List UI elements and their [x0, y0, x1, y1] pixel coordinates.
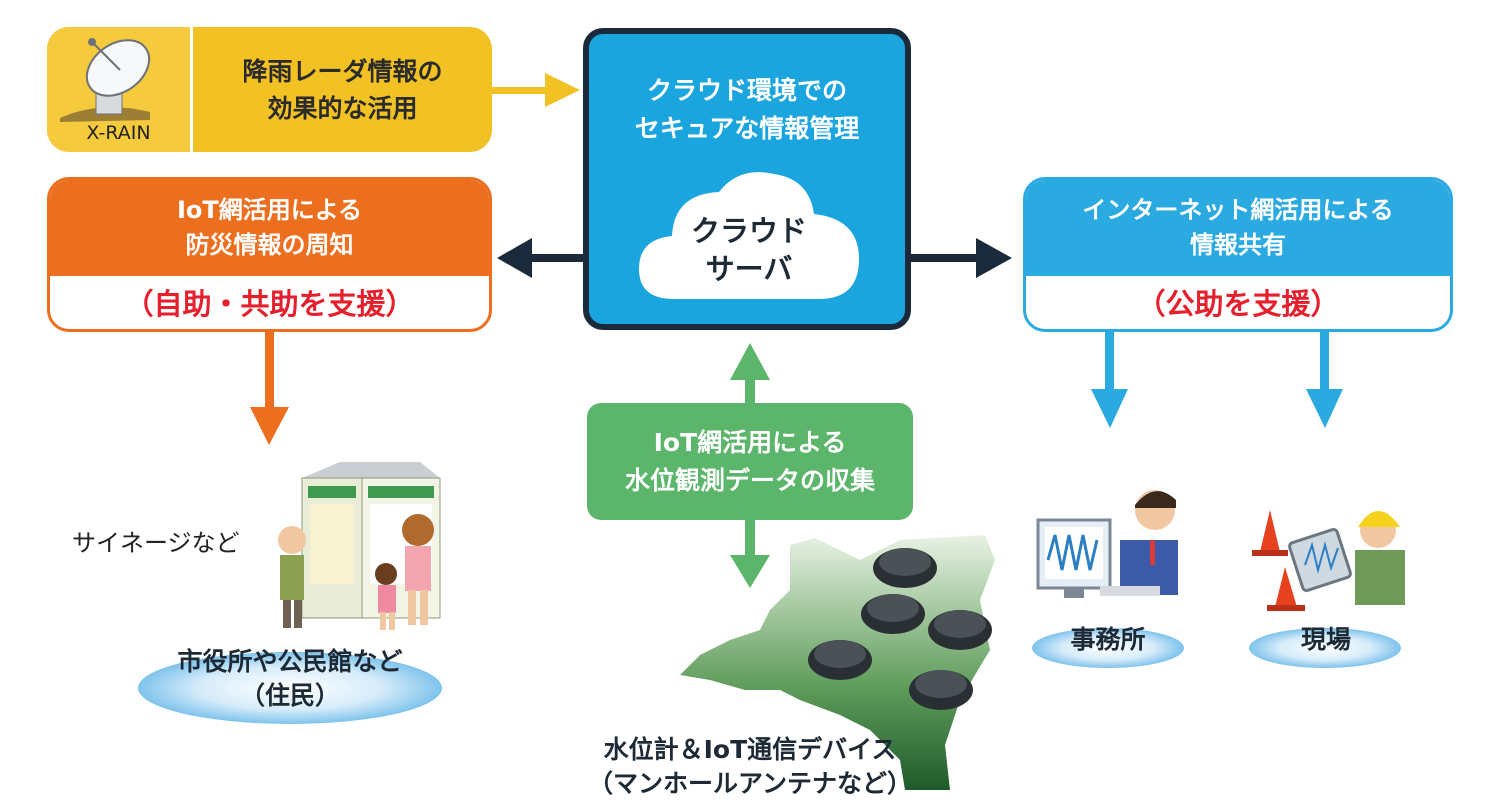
city-hall-base: [138, 652, 442, 724]
signage-illustration: [278, 462, 441, 630]
site-worker-illustration: [1252, 510, 1405, 611]
device-line2: （マンホールアンテナなど）: [587, 769, 912, 798]
arrow-cloud-to-water: [730, 343, 770, 588]
iot-citizen-header: IoT網活用による 防災情報の周知: [50, 180, 489, 276]
manhole-icon: [873, 548, 937, 588]
water-level-box: IoT網活用による 水位観測データの収集: [587, 403, 913, 520]
cloud-label-line2: サーバ: [705, 252, 793, 286]
water-line2: 水位観測データの収集: [624, 465, 875, 495]
office-label: 事務所: [1070, 625, 1146, 654]
xrain-text-line1: 降雨レーダ情報の: [242, 56, 443, 86]
manhole-icon: [909, 670, 973, 710]
cloud-title-line2: セキュアな情報管理: [634, 114, 860, 143]
site-label: 現場: [1300, 625, 1351, 654]
cloud-icon: [639, 172, 859, 299]
internet-share-header: インターネット網活用による 情報共有: [1026, 180, 1450, 276]
arrow-internet-to-site: [1306, 332, 1343, 428]
iot-citizen-box: IoT網活用による 防災情報の周知 （自助・共助を支援）: [47, 177, 492, 332]
city-hall-line2: （住民）: [239, 681, 340, 710]
office-worker-illustration: [1036, 490, 1178, 598]
arrow-cloud-to-internet: [911, 238, 1012, 278]
cloud-box-title: クラウド環境での セキュアな情報管理: [589, 72, 905, 148]
office-base: [1032, 628, 1184, 668]
manhole-icon: [808, 640, 872, 680]
cloud-label-line1: クラウド: [690, 214, 807, 248]
internet-line2: 情報共有: [1190, 231, 1286, 259]
iot-citizen-line2: 防災情報の周知: [185, 231, 354, 259]
city-hall-line1: 市役所や公民館など: [177, 647, 403, 676]
water-line1: IoT網活用による: [653, 427, 847, 457]
device-label: 水位計＆IoT通信デバイス （マンホールアンテナなど）: [540, 733, 960, 801]
xrain-description: 降雨レーダ情報の 効果的な活用: [193, 27, 492, 152]
iot-citizen-support: （自助・共助を支援）: [124, 287, 415, 321]
cloud-server-label: クラウド サーバ: [634, 212, 864, 288]
manhole-icon: [928, 610, 992, 650]
site-base: [1249, 628, 1401, 668]
arrow-cloud-to-citizen: [497, 238, 585, 278]
arrow-xrain-to-cloud: [492, 73, 580, 107]
device-line1: 水位計＆IoT通信デバイス: [603, 735, 897, 764]
city-hall-label: 市役所や公民館など （住民）: [140, 645, 440, 713]
internet-support: （公助を支援）: [1136, 287, 1340, 321]
iot-citizen-line1: IoT網活用による: [176, 196, 363, 224]
signage-label: サイネージなど: [72, 529, 240, 557]
arrow-internet-to-office: [1091, 332, 1128, 428]
manhole-icon: [861, 594, 925, 634]
xrain-text-line2: 効果的な活用: [267, 93, 418, 123]
cloud-title-line1: クラウド環境での: [646, 76, 847, 105]
cloud-server-box: クラウド環境での セキュアな情報管理 クラウド サーバ: [583, 28, 911, 330]
internet-line1: インターネット網活用による: [1082, 196, 1394, 224]
arrow-citizen-down: [250, 332, 289, 445]
xrain-label: X-RAIN: [86, 122, 151, 144]
xrain-box: X-RAIN 降雨レーダ情報の 効果的な活用: [47, 27, 492, 152]
internet-share-box: インターネット網活用による 情報共有 （公助を支援）: [1023, 177, 1453, 332]
